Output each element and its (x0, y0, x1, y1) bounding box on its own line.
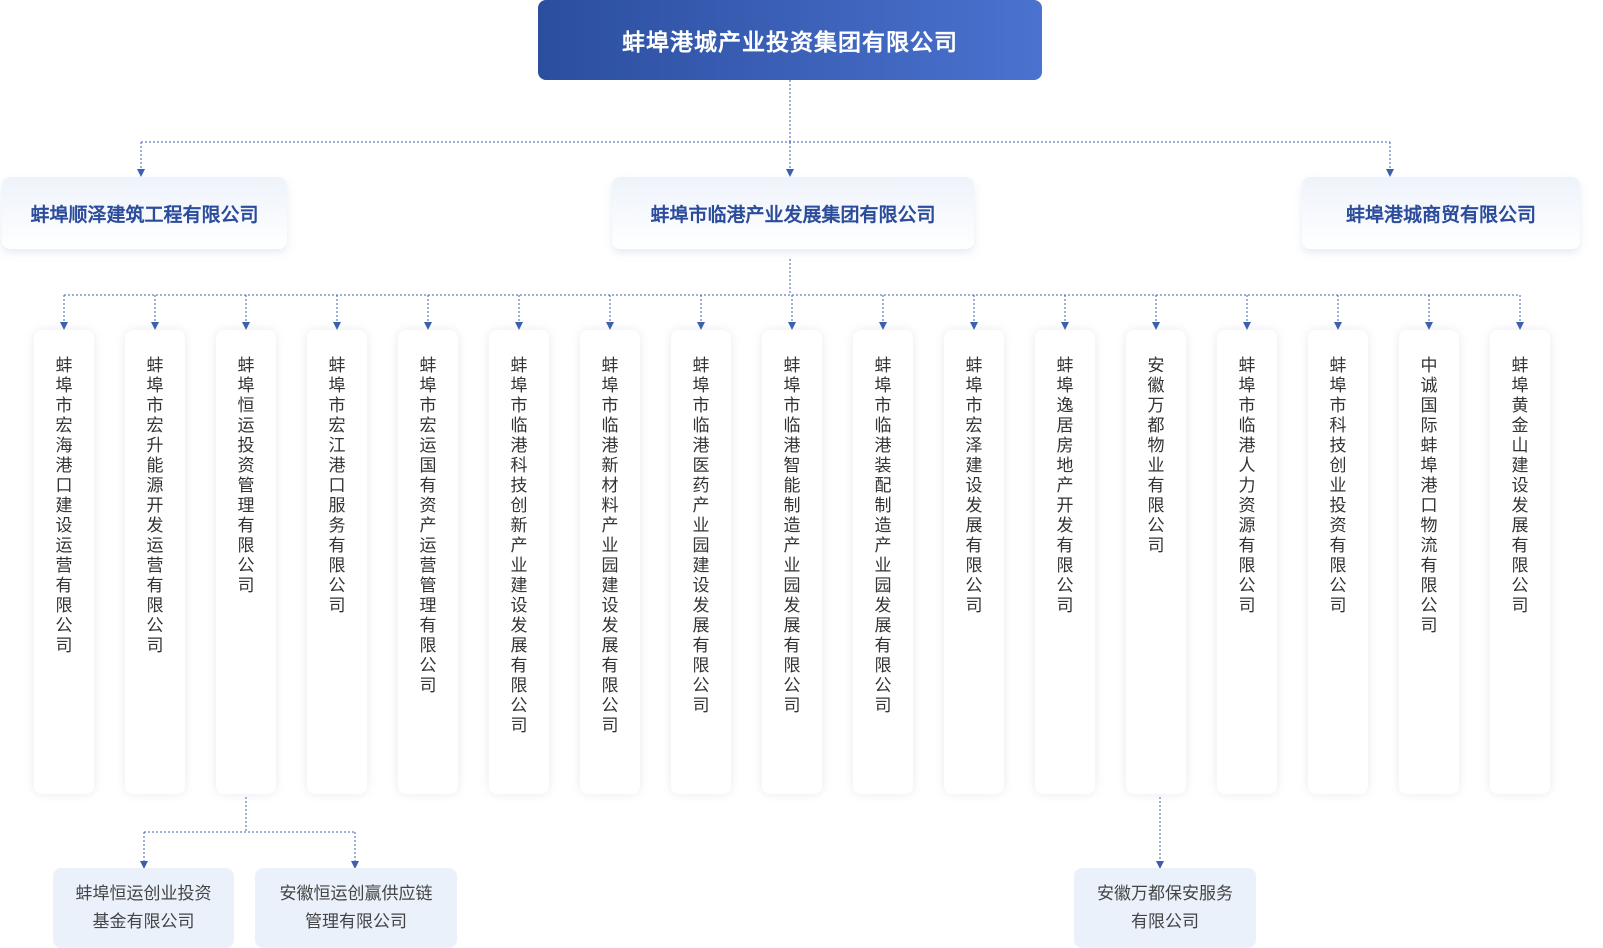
subsidiary-name: 蚌埠市宏运国有资产运营管理有限公司 (419, 356, 437, 696)
subsidiary-column: 蚌埠市临港新材料产业园建设发展有限公司 (580, 330, 640, 794)
subsidiary-name: 蚌埠市宏升能源开发运营有限公司 (146, 356, 164, 656)
level2-box-lingang: 蚌埠市临港产业发展集团有限公司 (612, 177, 974, 249)
subsidiary-column: 蚌埠市临港智能制造产业园发展有限公司 (762, 330, 822, 794)
subsidiary-name: 蚌埠黄金山建设发展有限公司 (1511, 356, 1529, 616)
level2-box-shangmao: 蚌埠港城商贸有限公司 (1302, 177, 1580, 249)
leaf-line2: 有限公司 (1131, 912, 1199, 932)
subsidiary-name: 蚌埠市临港智能制造产业园发展有限公司 (783, 356, 801, 716)
root-company-name: 蚌埠港城产业投资集团有限公司 (622, 30, 958, 56)
leaf-box-hengyun-supply: 安徽恒运创赢供应链 管理有限公司 (255, 868, 457, 948)
level2-box-shunze: 蚌埠顺泽建筑工程有限公司 (2, 177, 287, 249)
subsidiary-column: 蚌埠市宏运国有资产运营管理有限公司 (398, 330, 458, 794)
subsidiary-column: 蚌埠逸居房地产开发有限公司 (1035, 330, 1095, 794)
subsidiary-name: 蚌埠市宏泽建设发展有限公司 (965, 356, 983, 616)
subsidiary-column: 蚌埠市临港装配制造产业园发展有限公司 (853, 330, 913, 794)
subsidiary-column: 蚌埠恒运投资管理有限公司 (216, 330, 276, 794)
leaf-box-wandu-security: 安徽万都保安服务 有限公司 (1074, 868, 1256, 948)
subsidiary-name: 蚌埠市临港人力资源有限公司 (1238, 356, 1256, 616)
subsidiary-column: 中诚国际蚌埠港口物流有限公司 (1399, 330, 1459, 794)
leaf-box-hengyun-fund: 蚌埠恒运创业投资 基金有限公司 (53, 868, 234, 948)
subsidiary-name: 蚌埠市临港新材料产业园建设发展有限公司 (601, 356, 619, 736)
subsidiary-name: 中诚国际蚌埠港口物流有限公司 (1420, 356, 1438, 636)
leaf-line1: 蚌埠恒运创业投资 (75, 884, 212, 904)
level2-name: 蚌埠港城商贸有限公司 (1345, 203, 1536, 226)
subsidiary-name: 蚌埠逸居房地产开发有限公司 (1056, 356, 1074, 616)
subsidiary-column: 蚌埠市临港科技创新产业建设发展有限公司 (489, 330, 549, 794)
subsidiary-column: 蚌埠市宏升能源开发运营有限公司 (125, 330, 185, 794)
subsidiary-column: 蚌埠市宏泽建设发展有限公司 (944, 330, 1004, 794)
subsidiary-name: 蚌埠市科技创业投资有限公司 (1329, 356, 1347, 616)
subsidiary-column: 安徽万都物业有限公司 (1126, 330, 1186, 794)
subsidiary-name: 蚌埠市临港装配制造产业园发展有限公司 (874, 356, 892, 716)
subsidiary-name: 蚌埠市宏江港口服务有限公司 (328, 356, 346, 616)
subsidiary-name: 蚌埠恒运投资管理有限公司 (237, 356, 255, 596)
subsidiary-name: 蚌埠市临港医药产业园建设发展有限公司 (692, 356, 710, 716)
leaf-line2: 基金有限公司 (92, 912, 195, 932)
subsidiary-column: 蚌埠市宏江港口服务有限公司 (307, 330, 367, 794)
root-company-box: 蚌埠港城产业投资集团有限公司 (538, 0, 1042, 80)
subsidiary-column: 蚌埠市临港医药产业园建设发展有限公司 (671, 330, 731, 794)
level2-name: 蚌埠市临港产业发展集团有限公司 (650, 203, 936, 226)
subsidiary-name: 蚌埠市宏海港口建设运营有限公司 (55, 356, 73, 656)
subsidiary-column: 蚌埠市科技创业投资有限公司 (1308, 330, 1368, 794)
leaf-line1: 安徽万都保安服务 (1097, 884, 1233, 904)
subsidiary-name: 安徽万都物业有限公司 (1147, 356, 1165, 556)
subsidiary-column: 蚌埠市宏海港口建设运营有限公司 (34, 330, 94, 794)
leaf-line2: 管理有限公司 (305, 912, 407, 932)
leaf-line1: 安徽恒运创赢供应链 (279, 884, 433, 904)
subsidiary-name: 蚌埠市临港科技创新产业建设发展有限公司 (510, 356, 528, 736)
subsidiary-column: 蚌埠黄金山建设发展有限公司 (1490, 330, 1550, 794)
subsidiary-column: 蚌埠市临港人力资源有限公司 (1217, 330, 1277, 794)
level2-name: 蚌埠顺泽建筑工程有限公司 (30, 203, 259, 226)
